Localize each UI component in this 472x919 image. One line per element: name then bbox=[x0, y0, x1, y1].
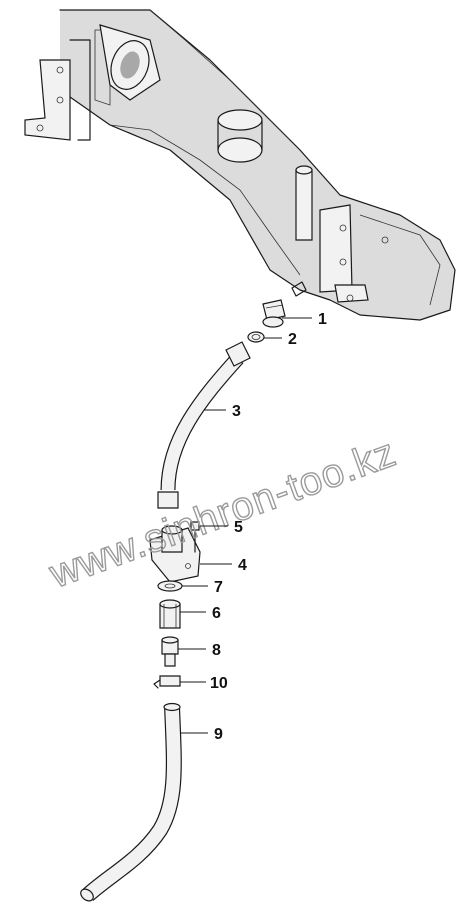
callout-7: 7 bbox=[214, 579, 223, 596]
callout-8: 8 bbox=[212, 642, 221, 659]
callout-3: 3 bbox=[232, 403, 241, 420]
part-9-hose bbox=[80, 702, 182, 902]
callout-10: 10 bbox=[210, 675, 228, 692]
callout-9: 9 bbox=[214, 726, 223, 743]
callout-2: 2 bbox=[288, 331, 297, 348]
callout-6: 6 bbox=[212, 605, 221, 622]
callouts: 1 2 3 5 4 7 6 8 10 9 bbox=[178, 311, 327, 743]
watermark-text: www.sinhron-too.kz bbox=[43, 430, 402, 596]
watermark-group: www.sinhron-too.kz bbox=[42, 430, 402, 598]
callout-4: 4 bbox=[238, 557, 247, 574]
callout-5: 5 bbox=[234, 519, 243, 536]
part-5-bolt bbox=[190, 521, 200, 553]
part-6-nut bbox=[159, 599, 181, 629]
part-10-clamp bbox=[153, 675, 181, 689]
callout-1: 1 bbox=[318, 311, 327, 328]
part-7-washer bbox=[157, 580, 183, 592]
part-3-bent-tube bbox=[157, 341, 251, 509]
part-1-fitting bbox=[262, 299, 286, 328]
axle-housing bbox=[24, 9, 456, 321]
part-4-bracket bbox=[149, 525, 201, 583]
part-2-o-ring bbox=[247, 331, 265, 343]
part-8-adapter bbox=[161, 636, 179, 667]
